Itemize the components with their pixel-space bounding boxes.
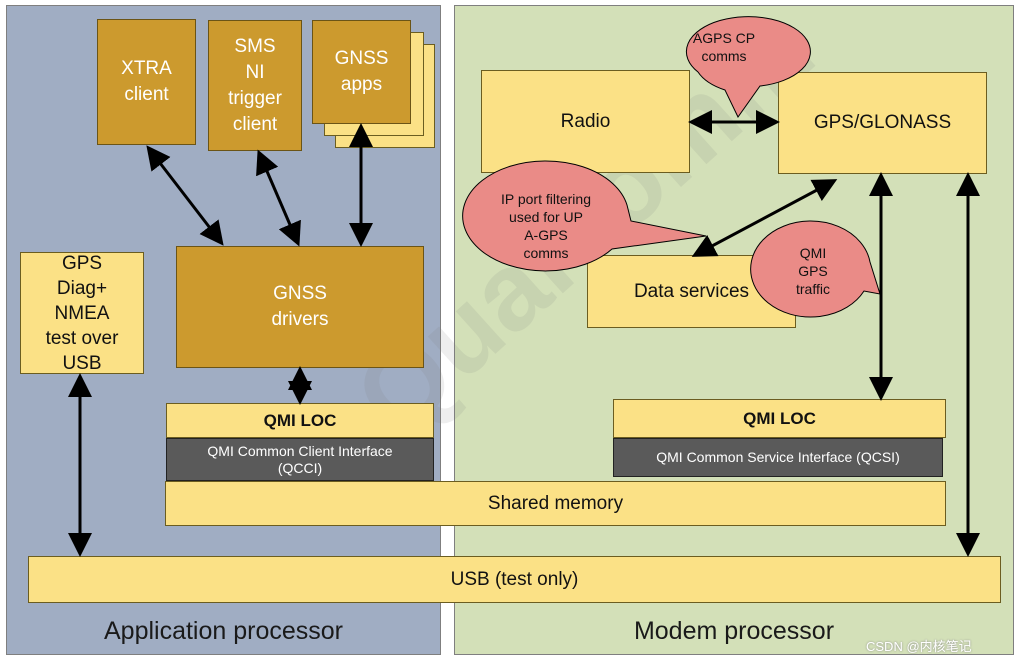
application-processor-title: Application processor [103, 617, 343, 645]
gps-glonass-block: GPS/GLONASS [778, 72, 987, 174]
qmi-gps-callout [750, 220, 881, 318]
gnss-drivers-block: GNSS drivers [176, 246, 424, 368]
agps-cp-callout-text: AGPS CP comms [692, 30, 756, 64]
gps-diag-nmea-block: GPS Diag+ NMEA test over USB [20, 252, 144, 374]
usb-bar: USB (test only) [28, 556, 1001, 603]
modem-processor-title: Modem processor [633, 617, 835, 645]
qmi-loc-modem-block: QMI LOC [613, 399, 946, 438]
gnss-apps-block: GNSS apps [312, 20, 411, 124]
agps-cp-callout [685, 16, 811, 118]
radio-block: Radio [481, 70, 690, 173]
sms-ni-trigger-client-block: SMS NI trigger client [208, 20, 302, 151]
arrow-sms-to-drivers [256, 149, 301, 247]
ip-port-callout [462, 160, 707, 272]
csdn-credit: CSDN @内核笔记 [866, 639, 972, 654]
shared-memory-bar: Shared memory [165, 481, 946, 526]
arrow-xtra-to-drivers [146, 145, 224, 246]
xtra-client-block: XTRA client [97, 19, 196, 145]
ip-port-callout-text: IP port filtering used for UP A-GPS comm… [500, 191, 591, 261]
arrow-gps-to-dataservices [691, 179, 838, 257]
qmi-gps-callout-text: QMI GPS traffic [796, 245, 830, 297]
qcsi-block: QMI Common Service Interface (QCSI) [613, 438, 943, 477]
qcci-block: QMI Common Client Interface (QCCI) [166, 438, 434, 481]
